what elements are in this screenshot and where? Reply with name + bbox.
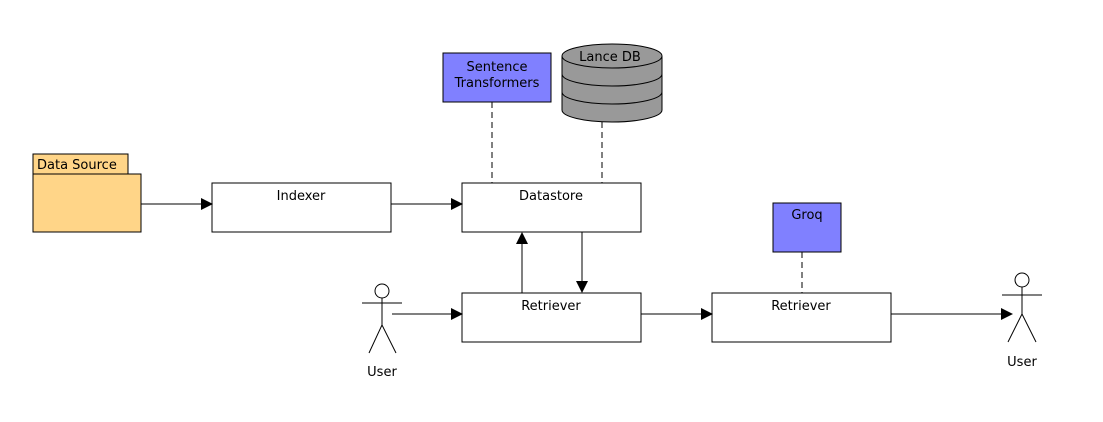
- sentence-transformers-label-line1: Sentence: [467, 60, 528, 75]
- lance-db-top: [561, 43, 663, 69]
- indexer-box: [211, 182, 392, 233]
- lance-db-label: Lance DB: [579, 50, 641, 65]
- retriever-label-1: Retriever: [521, 299, 581, 314]
- sentence-transformers-node[interactable]: Sentence Transformers: [442, 52, 552, 103]
- user-2-right-leg: [1021, 313, 1037, 343]
- retriever-label-2: Retriever: [771, 299, 831, 314]
- data-source-body: [32, 173, 142, 233]
- groq-label: Groq: [791, 208, 822, 223]
- user-actor-1[interactable]: [362, 283, 402, 354]
- datastore-node[interactable]: Datastore: [461, 182, 642, 233]
- sentence-transformers-label-line2: Transformers: [454, 76, 540, 91]
- sentence-transformers-box: [442, 52, 552, 103]
- groq-box: [772, 202, 842, 253]
- retriever-box-1: [461, 292, 642, 343]
- lance-db-node[interactable]: Lance DB: [561, 43, 663, 123]
- retriever-node-1[interactable]: Retriever: [461, 292, 642, 343]
- user-2-left-leg: [1007, 313, 1023, 343]
- indexer-node[interactable]: Indexer: [211, 182, 392, 233]
- user-1-right-leg: [381, 324, 397, 354]
- user-actor-2[interactable]: [1002, 272, 1042, 343]
- lance-db-ring-2: [561, 91, 663, 105]
- datastore-box: [461, 182, 642, 233]
- indexer-label: Indexer: [277, 189, 326, 204]
- data-source-node[interactable]: Data Source: [32, 153, 142, 233]
- user-1-head: [374, 283, 390, 299]
- user-label-1: User: [367, 365, 397, 380]
- user-label-2: User: [1007, 355, 1037, 370]
- user-2-head: [1014, 272, 1030, 288]
- lance-db-ring-1: [561, 73, 663, 87]
- data-source-label: Data Source: [37, 158, 117, 173]
- retriever-node-2[interactable]: Retriever: [711, 292, 892, 343]
- user-1-left-leg: [368, 324, 383, 354]
- lance-db-body: [561, 56, 663, 123]
- datastore-label: Datastore: [519, 189, 583, 204]
- retriever-box-2: [711, 292, 892, 343]
- groq-node[interactable]: Groq: [772, 202, 842, 253]
